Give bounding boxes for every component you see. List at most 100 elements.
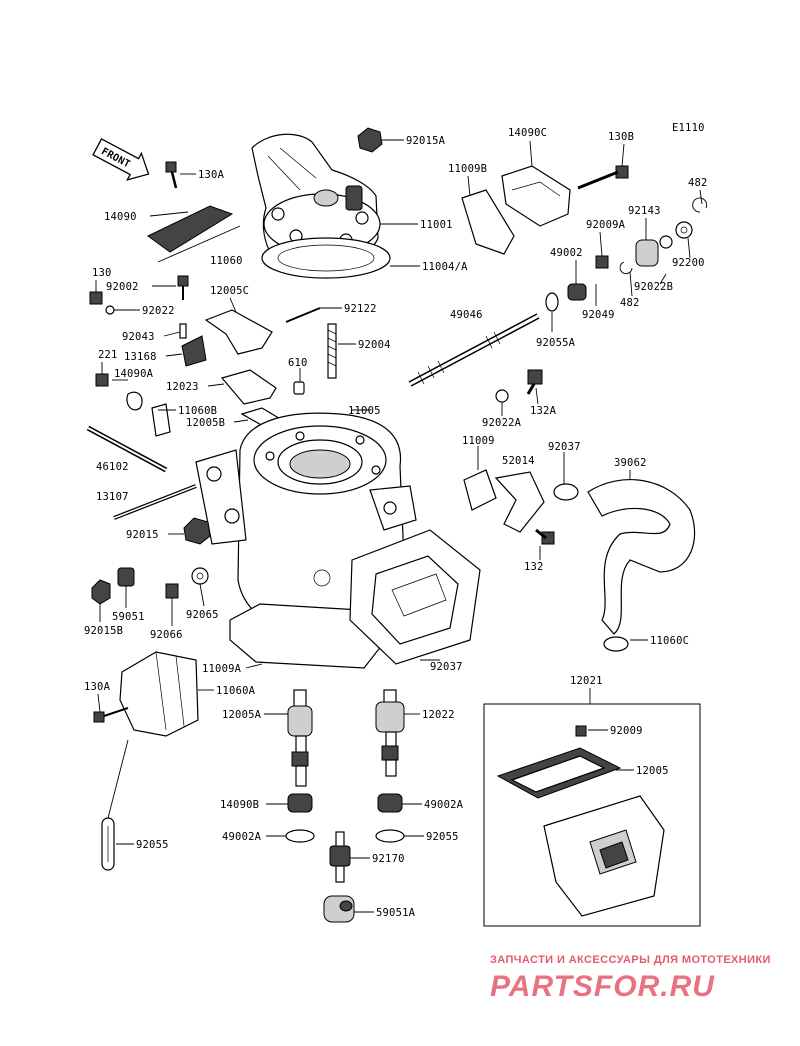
label-11004a: 11004/A [422,261,468,273]
label-92066: 92066 [150,629,183,641]
screw-92009a [595,255,609,269]
oring-92055-right [375,829,405,843]
label-13168: 13168 [124,351,157,363]
cover-14090a [126,391,143,411]
label-482-lower: 482 [620,297,640,309]
bolt-132a [526,369,543,395]
label-92037-upper: 92037 [548,441,581,453]
label-11009a: 92037 [430,661,463,673]
label-92009a: 92009A [586,219,626,231]
label-11060c: 11009A [202,663,242,675]
oring-92055a [545,292,559,312]
label-92049: 92049 [582,309,615,321]
label-132a: 132A [530,405,557,417]
label-130b: 130B [608,131,634,143]
label-92022b: 92022B [634,281,673,293]
oring-92055-left [285,829,315,843]
plate-12023 [220,369,277,405]
pin-92043 [179,323,187,339]
shaft-13107 [113,484,197,520]
hose-39062 [587,479,696,635]
label-49002a-right: 49002A [424,799,464,811]
label-92004: 92004 [358,339,391,351]
label-49046: 49046 [450,309,483,321]
inset-box-12021 [483,688,701,927]
label-12022: 12005 [636,765,669,777]
cover-14090b [119,651,199,737]
clamp-92037-lower [603,636,629,652]
label-92200: 92200 [672,257,705,269]
pin-92122 [285,307,321,323]
gasket-11060b [151,403,171,437]
diagram-code: E1110 [672,122,705,134]
watermark-logo: PARTSFOR.RU [490,970,715,1003]
reed-block [543,795,665,917]
washer-92022 [105,305,115,315]
gasket-11060 [157,225,241,263]
reed-plate-12022 [496,747,622,799]
lever-12005c [204,309,273,355]
shaft-49046 [408,313,540,387]
label-482-upper: 482 [688,177,708,189]
label-92009: 92009 [610,725,643,737]
label-92065: 92065 [186,609,219,621]
gasket-11009 [463,469,497,511]
bolt-130 [89,291,103,305]
seal-49002 [567,283,587,301]
label-11009b: 11009B [448,163,487,175]
rack-46102 [86,425,168,473]
label-13107: 13107 [96,491,129,503]
label-11001: 11001 [420,219,453,231]
washer-92065 [191,567,209,585]
bolt-221 [95,373,109,387]
label-11005: 11005 [348,405,381,417]
label-12021: 12021 [570,675,603,687]
spacer-92143 [635,235,673,267]
nut-92015a [357,127,383,153]
bolt-130a-lower [93,711,105,723]
label-92022a: 92022A [482,417,522,429]
label-92055a: 92055A [536,337,576,349]
stud-92004 [327,323,337,379]
label-14090: 14090 [104,211,137,223]
label-92043: 92043 [122,331,155,343]
watermark-tagline: ЗАПЧАСТИ И АКСЕССУАРЫ ДЛЯ МОТОТЕХНИКИ [490,954,771,966]
label-92055-right: 92055 [426,831,459,843]
label-130a-lower: 130A [84,681,111,693]
gear-59051a [329,831,351,883]
label-610: 610 [288,357,308,369]
label-92037-lower: 11060C [650,635,689,647]
clamp-92037-upper [553,483,579,501]
arm-13168 [181,335,207,367]
cover-14090 [147,205,234,253]
label-92015b: 92015B [84,625,123,637]
clip-482-lower [619,261,633,275]
label-12023: 12023 [166,381,199,393]
label-132: 132 [524,561,544,573]
seal-49002a-right [377,793,403,813]
gasket-11009b [461,189,515,255]
seal-49002a-left [287,793,313,813]
label-92002: 92002 [106,281,139,293]
label-12005c: 12005C [210,285,249,297]
label-12005a: 12022 [422,709,455,721]
label-59051: 59051 [112,611,145,623]
reed-housing [349,529,481,665]
label-92015a: 92015A [406,135,446,147]
label-14090c: 14090C [508,127,547,139]
label-92143: 92143 [628,205,661,217]
bolt-130b [577,165,629,190]
label-46102: 46102 [96,461,129,473]
label-11060a: 11060A [216,685,256,697]
label-14090a: 14090A [114,368,154,380]
label-11009: 11009 [462,435,495,447]
label-49002a-left: 14090B [220,799,259,811]
nut-92015b [91,579,111,605]
label-11060b: 11060B [178,405,217,417]
front-arrow-icon: FRONT [92,138,150,181]
bolt-130a-upper [165,161,178,189]
screw-92009 [575,725,587,737]
label-11060: 11060 [210,255,243,267]
